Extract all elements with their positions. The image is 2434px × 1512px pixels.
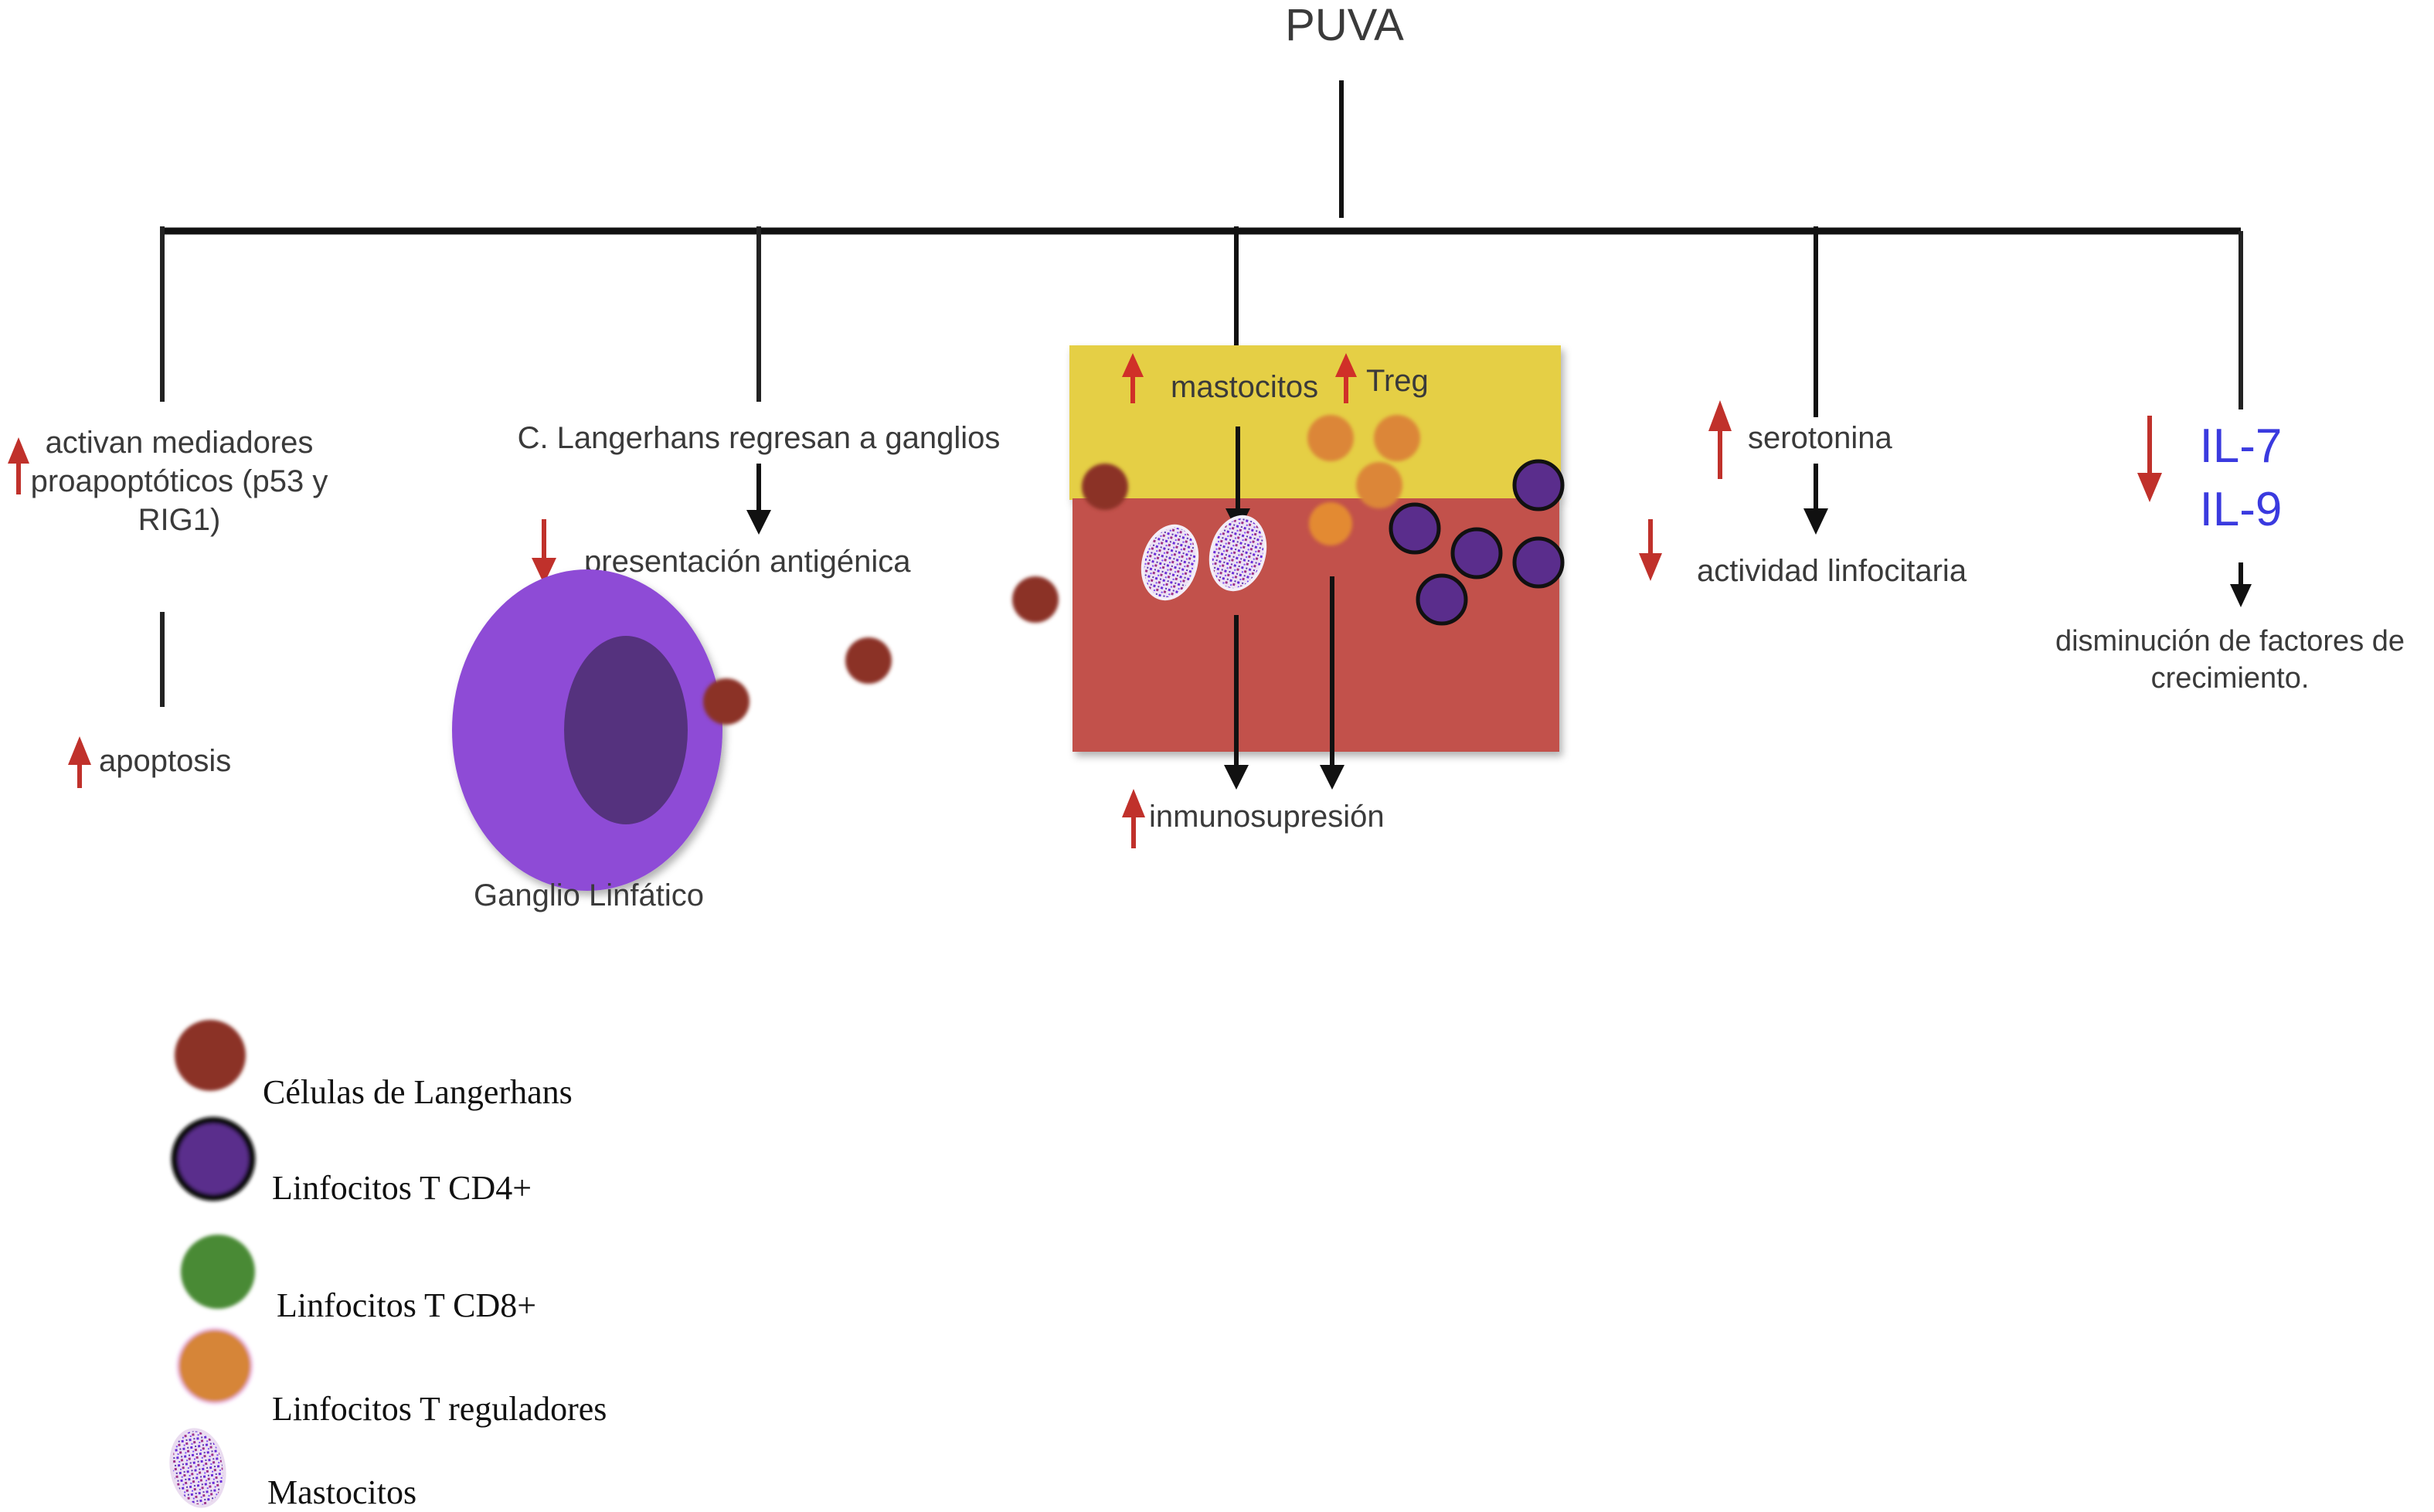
legend-label: Mastocitos	[267, 1473, 416, 1511]
up-arrow-icon	[1122, 353, 1144, 403]
down-arrow-icon	[1639, 519, 1662, 581]
up-arrow-icon	[1335, 353, 1357, 403]
langerhans-swatch-icon	[175, 1020, 246, 1091]
langerhans-effect-label: C. Langerhans regresan a ganglios	[518, 421, 1001, 455]
growth-factor-line-2: crecimiento.	[2151, 662, 2310, 695]
cd4-cell	[1450, 527, 1503, 579]
apoptosis-effect-line-1: activan mediadores	[46, 426, 314, 460]
down-arrow-icon	[746, 510, 771, 535]
down-arrow-icon	[1803, 508, 1828, 535]
mast-cell	[1209, 515, 1267, 592]
apoptosis-effect-line-3: RIG1)	[138, 503, 221, 537]
cd4-cell	[1512, 459, 1565, 511]
langerhans-cell	[1082, 464, 1128, 510]
apoptosis-effect-line-2: proapoptóticos (p53 y	[31, 464, 328, 498]
up-arrow-icon	[1708, 400, 1732, 479]
tree-connectors	[160, 80, 2243, 417]
up-arrow-icon	[1122, 789, 1145, 848]
lymphocyte-activity-label: actividad linfocitaria	[1697, 554, 1967, 588]
branch-langerhans: C. Langerhans regresan a ganglios presen…	[452, 421, 1059, 912]
cd4-swatch-icon	[171, 1116, 256, 1201]
legend: Células de Langerhans Linfocitos T CD4+ …	[169, 1020, 607, 1511]
down-arrow-icon	[532, 519, 556, 584]
branch-serotonin: serotonina actividad linfocitaria	[1639, 400, 1967, 588]
lymph-node-label: Ganglio Linfático	[474, 878, 704, 912]
down-arrow-icon	[1320, 765, 1344, 790]
up-arrow-icon	[8, 437, 29, 494]
langerhans-cell	[1012, 576, 1059, 623]
legend-item: Mastocitos	[169, 1428, 416, 1511]
antigen-presentation-label: presentación antigénica	[584, 545, 911, 579]
down-arrow-icon	[2137, 416, 2162, 502]
treg-label: Treg	[1366, 364, 1429, 398]
up-arrow-icon	[68, 736, 91, 788]
cd4-cell	[1389, 502, 1441, 555]
apoptosis-result-label: apoptosis	[99, 744, 231, 778]
cd4-cell	[1416, 573, 1468, 626]
serotonin-label: serotonina	[1748, 421, 1893, 455]
branch-interleukins: IL-7 IL-9 disminución de factores de cre…	[2055, 416, 2405, 695]
treg-cell	[1307, 415, 1354, 461]
mast-swatch-icon	[169, 1428, 226, 1508]
langerhans-cell	[703, 678, 750, 725]
legend-label: Linfocitos T CD8+	[277, 1286, 536, 1324]
immunosuppression-label: inmunosupresión	[1149, 800, 1385, 834]
cd8-swatch-icon	[181, 1235, 255, 1309]
legend-label: Linfocitos T reguladores	[272, 1390, 607, 1428]
growth-factor-line-1: disminución de factores de	[2055, 625, 2405, 657]
branch-apoptosis: activan mediadores proapoptóticos (p53 y…	[8, 426, 328, 788]
il7-label: IL-7	[2200, 420, 2283, 473]
treg-cell	[1374, 415, 1420, 461]
treg-swatch-icon	[176, 1327, 253, 1405]
lymph-node	[452, 569, 722, 891]
langerhans-cell	[845, 637, 892, 684]
il9-label: IL-9	[2200, 483, 2283, 536]
treg-cell	[1356, 462, 1402, 508]
mastocytes-label: mastocitos	[1171, 370, 1318, 404]
down-arrow-icon	[2230, 584, 2252, 607]
cd4-cell	[1512, 536, 1565, 589]
legend-label: Linfocitos T CD4+	[272, 1169, 532, 1207]
legend-item: Linfocitos T CD8+	[181, 1235, 536, 1324]
legend-item: Células de Langerhans	[175, 1020, 573, 1111]
legend-item: Linfocitos T CD4+	[171, 1116, 532, 1207]
lymph-node-core	[564, 636, 688, 824]
legend-label: Células de Langerhans	[263, 1073, 573, 1111]
treg-cell	[1309, 502, 1352, 545]
down-arrow-icon	[1224, 765, 1249, 790]
mast-cell	[1141, 524, 1199, 601]
title-puva: PUVA	[1285, 0, 1404, 50]
legend-item: Linfocitos T reguladores	[176, 1327, 607, 1428]
branch-skin: mastocitos Treg inmunosupresión	[1069, 345, 1565, 848]
